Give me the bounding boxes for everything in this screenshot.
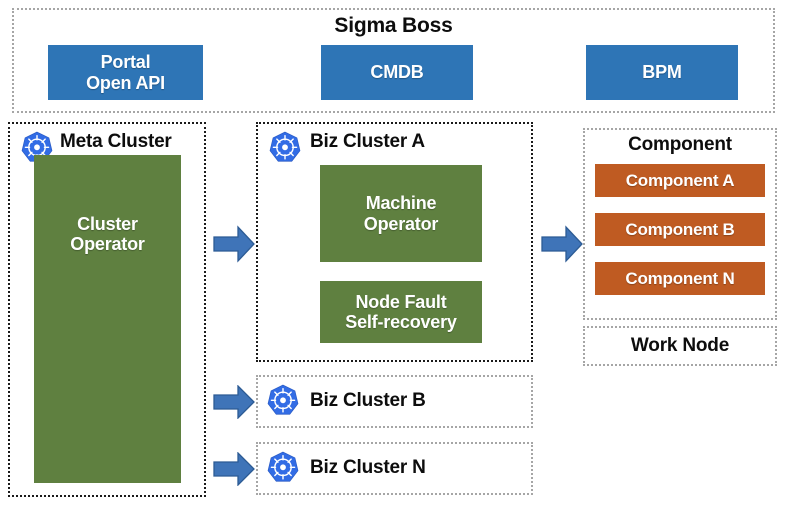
node-fault-self-recovery-box[interactable]: Node Fault Self-recovery bbox=[320, 281, 482, 343]
cmdb-box[interactable]: CMDB bbox=[321, 45, 473, 100]
biz-cluster-b-title: Biz Cluster B bbox=[310, 390, 426, 411]
kubernetes-icon bbox=[266, 451, 300, 485]
bpm-label: BPM bbox=[642, 62, 682, 83]
cmdb-label: CMDB bbox=[370, 62, 424, 83]
component-a-box[interactable]: Component A bbox=[595, 164, 765, 197]
machine-operator-line1: Machine bbox=[365, 193, 437, 214]
portal-open-api-line2: Open API bbox=[86, 72, 165, 93]
biz-cluster-n-panel[interactable] bbox=[256, 442, 533, 495]
biz-cluster-b-panel[interactable] bbox=[256, 375, 533, 428]
arrow-biz-a-to-component bbox=[541, 225, 583, 263]
component-panel-title: Component bbox=[628, 134, 732, 155]
component-b-label: Component B bbox=[625, 219, 735, 239]
kubernetes-icon bbox=[266, 384, 300, 418]
arrow-meta-to-biz-n bbox=[213, 451, 255, 487]
bpm-box[interactable]: BPM bbox=[586, 45, 738, 100]
component-a-label: Component A bbox=[625, 170, 735, 190]
arrow-meta-to-biz-b bbox=[213, 384, 255, 420]
machine-operator-line2: Operator bbox=[363, 213, 439, 234]
portal-open-api-box[interactable]: Portal Open API bbox=[48, 45, 203, 100]
portal-open-api-line1: Portal bbox=[100, 52, 151, 73]
biz-cluster-n-title: Biz Cluster N bbox=[310, 457, 426, 478]
cluster-operator-line2: Operator bbox=[70, 234, 145, 254]
cluster-operator-box[interactable]: Cluster Operator bbox=[34, 155, 181, 483]
component-n-label: Component N bbox=[625, 268, 735, 288]
arrow-meta-to-biz-a bbox=[213, 225, 255, 263]
kubernetes-icon bbox=[268, 131, 302, 165]
meta-cluster-title: Meta Cluster bbox=[60, 131, 172, 152]
node-fault-line1: Node Fault bbox=[355, 291, 447, 312]
node-fault-line2: Self-recovery bbox=[345, 312, 457, 332]
work-node-label: Work Node bbox=[630, 335, 730, 356]
component-b-box[interactable]: Component B bbox=[595, 213, 765, 246]
component-n-box[interactable]: Component N bbox=[595, 262, 765, 295]
cluster-operator-line1: Cluster bbox=[77, 213, 138, 234]
biz-cluster-a-title: Biz Cluster A bbox=[310, 131, 425, 152]
work-node-panel[interactable]: Work Node bbox=[583, 326, 777, 366]
sigma-boss-title: Sigma Boss bbox=[334, 14, 453, 37]
machine-operator-box[interactable]: Machine Operator bbox=[320, 165, 482, 262]
